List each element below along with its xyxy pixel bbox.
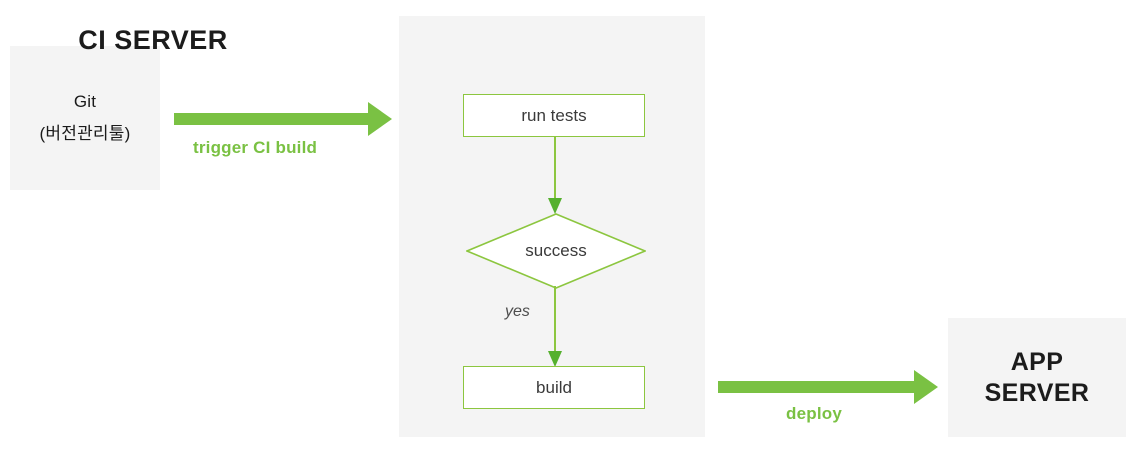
edge-label-yes: yes <box>505 303 530 320</box>
app-server-box: APP SERVER <box>948 318 1126 437</box>
app-server-label-secondary: SERVER <box>984 378 1090 407</box>
deploy-label: deploy <box>786 404 842 423</box>
node-success[interactable]: success <box>466 213 646 289</box>
node-success-label: success <box>525 241 587 260</box>
node-build-label: build <box>536 377 572 397</box>
ci-server-title: CI SERVER <box>78 25 228 55</box>
node-run-tests-label: run tests <box>521 105 587 125</box>
node-build[interactable]: build <box>463 366 645 409</box>
trigger-ci-build-arrow-icon <box>172 100 394 138</box>
git-box-label-secondary: (버전관리툴) <box>39 124 131 143</box>
git-box-label-primary: Git <box>73 92 97 111</box>
node-run-tests[interactable]: run tests <box>463 94 645 137</box>
git-box: Git (버전관리툴) <box>10 46 160 190</box>
app-server-label-primary: APP <box>1010 347 1064 376</box>
connector-success-to-build <box>540 286 570 369</box>
connector-run-tests-to-success <box>540 136 570 216</box>
deploy-arrow-icon <box>716 368 940 406</box>
trigger-ci-build-label: trigger CI build <box>193 138 318 157</box>
